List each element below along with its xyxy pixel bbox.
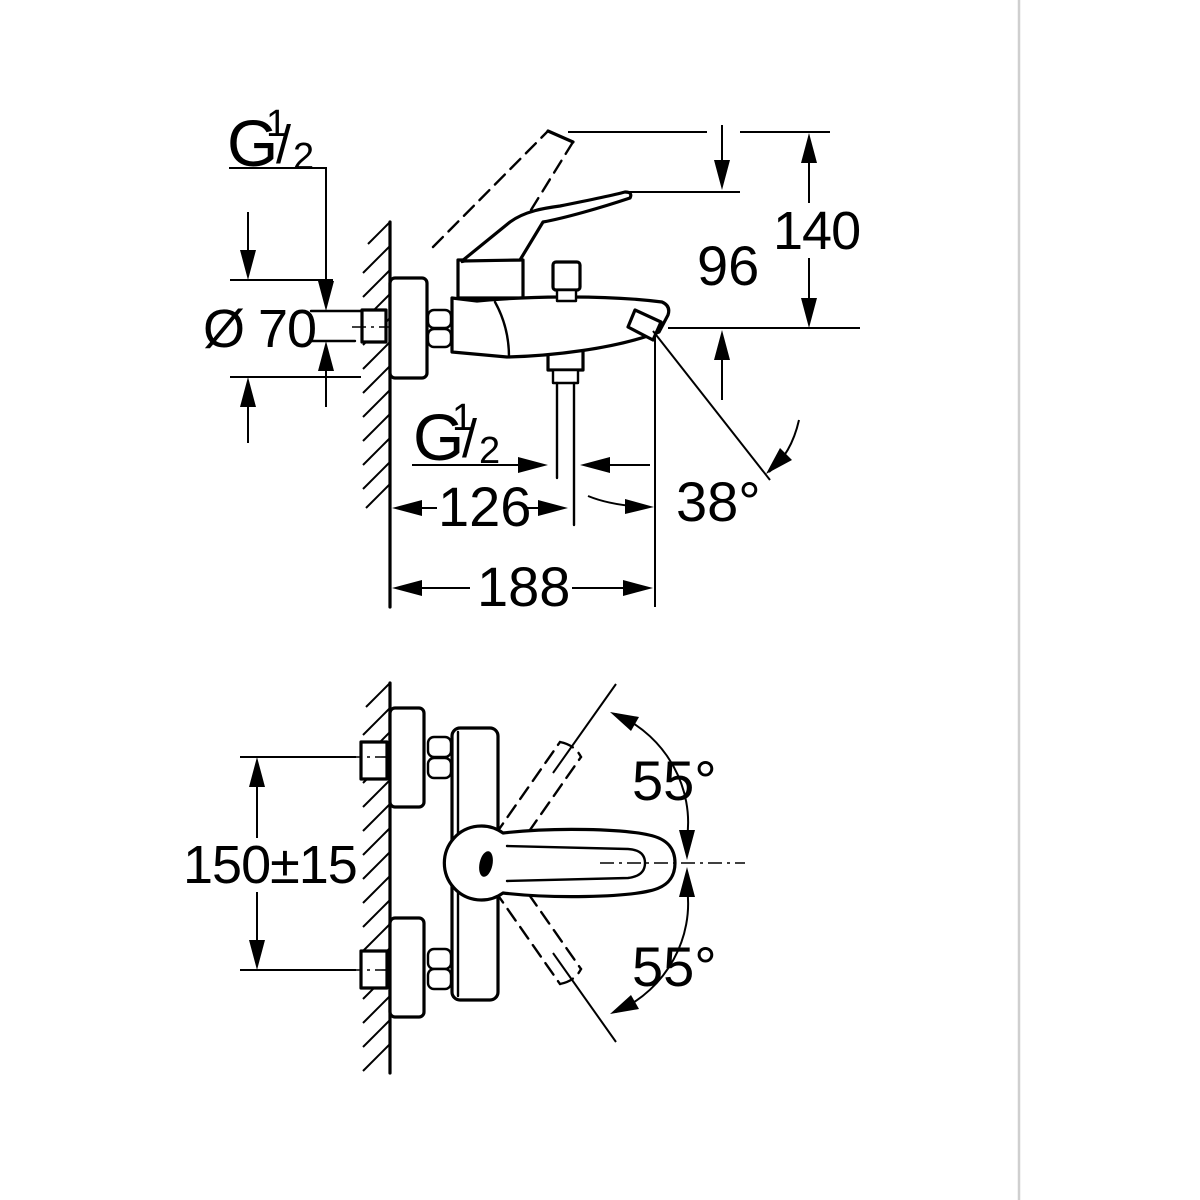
dim-label-thread-inlet-slash: / xyxy=(276,115,291,175)
dim-handle-swing-lower: 55° xyxy=(552,867,717,1043)
dim-label-thread-inlet-num: 1 xyxy=(266,103,287,145)
dim-label-thread-inlet-g: G xyxy=(227,106,278,180)
dim-label-hose-thread-slash: / xyxy=(462,409,477,469)
dim-label-hose-thread-g: G xyxy=(413,400,464,474)
dim-label-handle-swing-upper: 55° xyxy=(632,749,717,812)
union-nut-facet xyxy=(426,735,453,759)
union-nut-facet xyxy=(426,308,453,330)
dim-label-hose-center-reach: 126 xyxy=(438,475,531,538)
dim-overall-reach: 188 xyxy=(392,333,656,618)
dim-label-spray-angle: 38° xyxy=(676,470,761,533)
dim-overall-height: 140 xyxy=(773,133,861,328)
swing-lower-leg xyxy=(552,952,617,1043)
dim-inlet-spacing: 150±15 xyxy=(183,756,391,971)
escutcheon-bottom xyxy=(388,916,426,1019)
handle-swung-up-dashed xyxy=(493,740,583,852)
dim-label-inlet-spacing: 150±15 xyxy=(183,835,357,895)
body-spout-joint xyxy=(493,300,511,359)
dim-label-handle-height: 96 xyxy=(697,234,759,297)
hose-fitting-collar xyxy=(551,368,580,385)
dim-flange-diameter: Ø 70 xyxy=(203,212,361,443)
escutcheon-top xyxy=(388,706,426,809)
dim-label-hose-thread-num: 1 xyxy=(452,397,473,439)
diverter-neck xyxy=(555,288,578,303)
dim-label-hose-thread-den: 2 xyxy=(479,430,500,472)
spray-angle-leg xyxy=(652,330,771,481)
handle-plan-inner xyxy=(505,844,647,883)
handle-swung-down-dashed xyxy=(493,874,583,986)
spout-outlet xyxy=(626,308,663,342)
dim-hose-thread: G 1 / 2 xyxy=(412,397,650,474)
body-spout xyxy=(450,295,671,359)
dim-label-handle-swing-lower: 55° xyxy=(632,935,717,998)
handle-pivot-slot xyxy=(479,851,493,877)
dim-handle-swing-upper: 55° xyxy=(552,683,717,860)
swing-upper-leg xyxy=(552,683,617,774)
side-view: G 1 / 2 Ø 70 96 xyxy=(203,103,861,618)
wall-union-nut-top xyxy=(359,740,389,781)
wall-union-nut xyxy=(360,308,388,344)
dim-label-flange-diameter: Ø 70 xyxy=(203,299,316,359)
wall-hatch-upper xyxy=(362,221,391,509)
escutcheon-flange xyxy=(388,276,429,380)
dim-hose-center-reach: 126 xyxy=(392,475,568,538)
union-nut-facet xyxy=(426,327,453,349)
union-nut-facet xyxy=(426,967,453,991)
dim-label-thread-inlet-den: 2 xyxy=(293,136,314,178)
diverter-knob xyxy=(551,260,582,292)
cartridge-block xyxy=(456,258,525,300)
union-nut-facet xyxy=(426,947,453,971)
handle-plan xyxy=(442,824,677,902)
dim-label-overall-reach: 188 xyxy=(477,555,570,618)
union-nut-facet xyxy=(426,756,453,780)
dim-thread-inlet: G 1 / 2 xyxy=(227,103,334,407)
handle-lever xyxy=(460,190,633,263)
dim-label-overall-height: 140 xyxy=(773,201,860,261)
dim-handle-height: 96 xyxy=(697,125,759,400)
dim-spray-angle: 38° xyxy=(587,330,800,533)
plan-view: 150±15 55° 55° xyxy=(183,681,745,1075)
